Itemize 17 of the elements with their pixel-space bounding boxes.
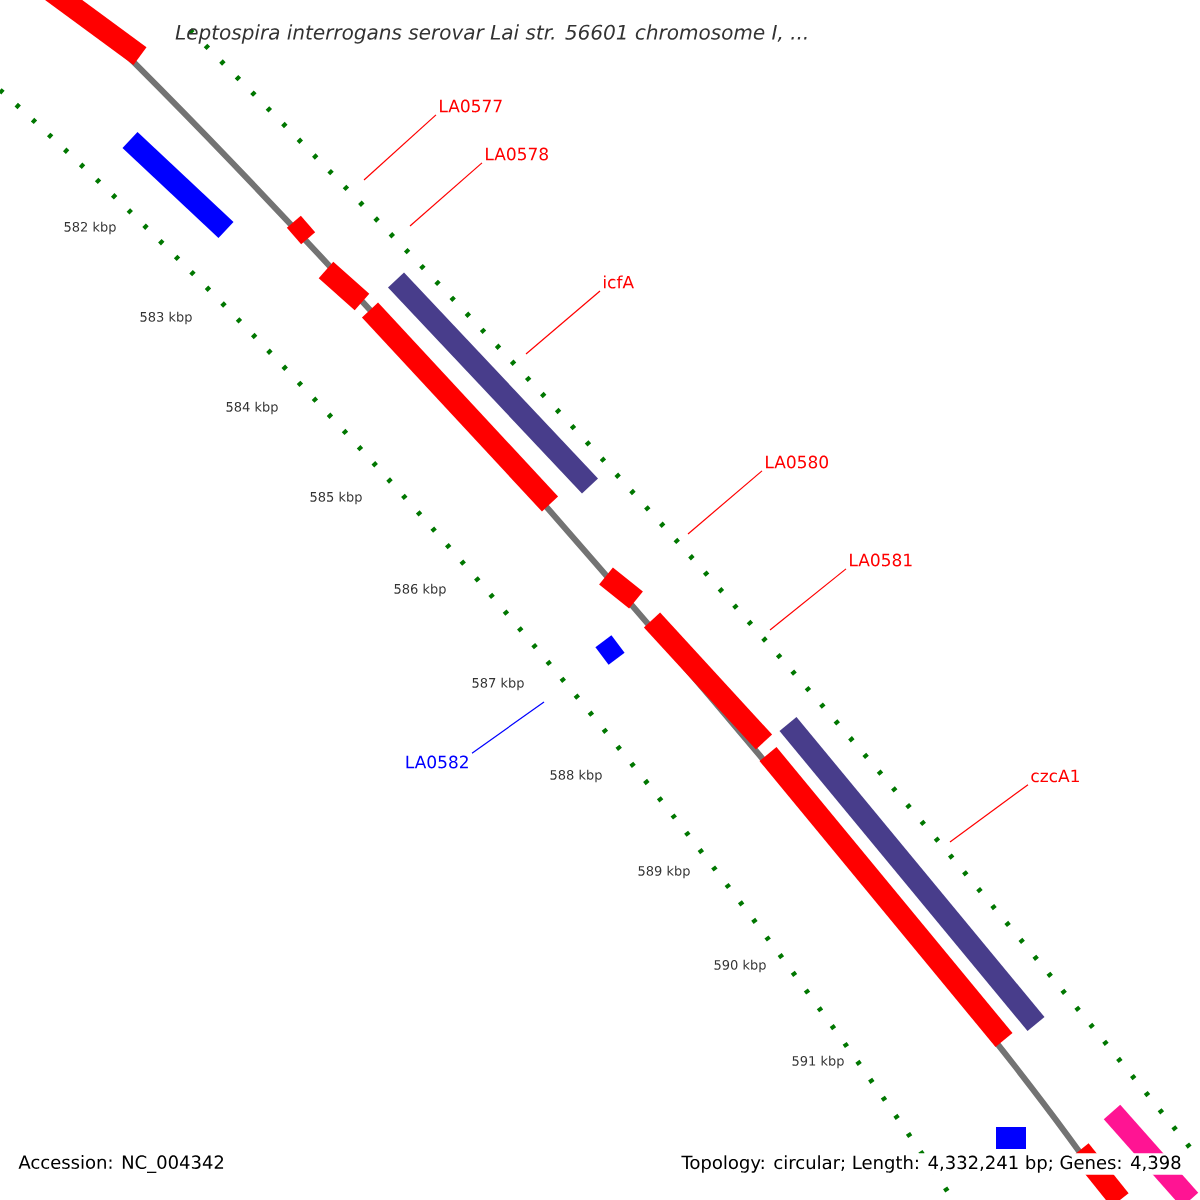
leader-line xyxy=(949,784,1029,843)
footer-text: Topology: circular; Length: 4,332,241 bp; Genes: 4,398 xyxy=(679,1153,1184,1175)
leader-line xyxy=(409,162,483,227)
leader-line xyxy=(687,470,763,535)
gene-label: LA0582 xyxy=(406,755,468,769)
leader-line xyxy=(471,701,545,754)
gene-label: icfA xyxy=(604,275,634,289)
title: Leptospira interrogans serovar Lai str. 56601 chromosome I, ... xyxy=(175,24,807,44)
leader-line xyxy=(363,114,437,181)
footer-text: Accession: NC_004342 xyxy=(16,1153,227,1175)
gene-label: czcA1 xyxy=(1031,769,1079,783)
gene-label: LA0581 xyxy=(850,553,912,567)
gene-label: LA0577 xyxy=(440,99,502,113)
gene-label: LA0580 xyxy=(766,455,828,469)
gene-label: LA0578 xyxy=(486,147,548,161)
leader-line xyxy=(769,568,847,631)
leader-line xyxy=(525,290,601,355)
